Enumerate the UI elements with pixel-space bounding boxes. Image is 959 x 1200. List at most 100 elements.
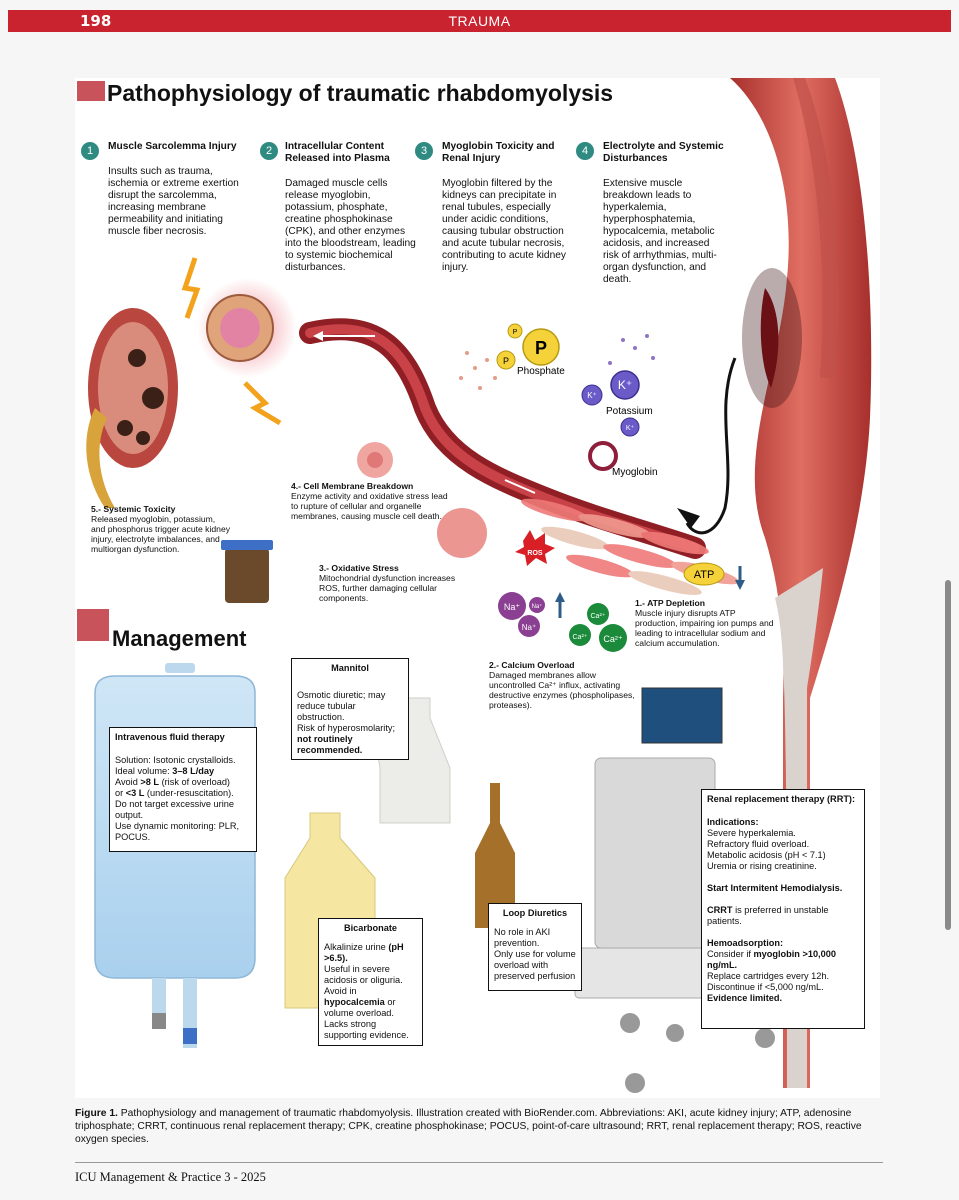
myoglobin-label: Myoglobin: [612, 467, 658, 478]
rrt-hemo-3: Discontinue if <5,000 ng/mL.: [707, 982, 824, 992]
iv-line-2: Ideal volume: 3–8 L/day: [115, 766, 251, 777]
bicarb-line-4: Lacks strong supporting evidence.: [324, 1019, 409, 1040]
loop-line-2: Only use for volume overload with preser…: [494, 949, 576, 981]
figure-title: Pathophysiology of traumatic rhabdomyoly…: [107, 80, 614, 106]
rrt-indication-4: Uremia or rising creatinine.: [707, 861, 817, 871]
cell-membrane-title: 4.- Cell Membrane Breakdown: [291, 481, 414, 491]
kidney-illustration: [86, 257, 297, 508]
management-title: Management: [112, 626, 247, 651]
rrt-indication-3: Metabolic acidosis (pH < 7.1): [707, 850, 826, 860]
ros-label: ROS: [527, 550, 543, 557]
bicarb-line-3-a: Avoid in: [324, 986, 357, 996]
rrt-indication-1: Severe hyperkalemia.: [707, 828, 796, 838]
rrt-hemo-1: Consider if myoglobin >10,000 ng/mL.: [707, 949, 859, 971]
phosphate-large: [522, 328, 560, 366]
oxidative-stress-label: 3.- Oxidative Stress Mitochondrial dysfu…: [319, 563, 469, 603]
oxidative-stress-text: Mitochondrial dysfunction increases ROS,…: [319, 573, 456, 603]
iv-line-3-b: >8 L: [140, 777, 160, 787]
mannitol-line-2: Risk of hyperosmolarity; not routinely r…: [297, 723, 403, 756]
caption-label: Figure 1.: [75, 1108, 118, 1119]
section-title: TRAUMA: [448, 13, 511, 29]
bicarb-line-1: Alkalinize urine (pH >6.5).: [324, 942, 417, 964]
rrt-crrt: CRRT is preferred in unstable patients.: [707, 905, 859, 927]
iv-line-4-a: or: [115, 788, 126, 798]
rrt-hemo-4: Evidence limited.: [707, 993, 783, 1003]
scrollbar[interactable]: [945, 580, 951, 930]
ca-3: Ca²⁺: [603, 634, 623, 644]
iv-line-1: Solution: Isotonic crystalloids.: [115, 755, 236, 765]
figure-caption: Figure 1. Pathophysiology and management…: [75, 1107, 883, 1146]
bicarb-line-1-a: Alkalinize urine: [324, 942, 389, 952]
rrt-hemo-2: Replace cartridges every 12h.: [707, 971, 830, 981]
step-2-title: Intracellular Content Released into Plas…: [285, 141, 390, 164]
iv-line-4: or <3 L (under-resuscitation).: [115, 788, 251, 799]
iv-line-4-b: <3 L: [125, 788, 145, 798]
calcium-overload-text: Damaged membranes allow uncontrolled Ca²…: [489, 670, 635, 710]
rrt-title: Renal replacement therapy (RRT):: [707, 794, 856, 804]
rrt-hemo-1-b: myoglobin >10,000 ng/mL.: [707, 949, 836, 970]
page-number: 198: [80, 12, 112, 30]
iv-fluid-title: Intravenous fluid therapy: [115, 732, 225, 742]
calcium-overload-title: 2.- Calcium Overload: [489, 660, 575, 670]
caption-text: Pathophysiology and management of trauma…: [75, 1108, 862, 1145]
potassium-k-small: K⁺: [587, 391, 597, 400]
mannitol-line-1: Osmotic diuretic; may reduce tubular obs…: [297, 690, 386, 722]
step-2-badge: 2: [260, 142, 278, 160]
step-4-title: Electrolyte and Systemic Disturbances: [603, 141, 724, 164]
oxidative-stress-title: 3.- Oxidative Stress: [319, 563, 399, 573]
iv-line-4-c: (under-resuscitation).: [144, 788, 234, 798]
iv-line-5: Do not target excessive urine output.: [115, 799, 234, 820]
mannitol-line-2-text: Risk of hyperosmolarity;: [297, 723, 396, 733]
rrt-crrt-bold: CRRT: [707, 905, 733, 915]
potassium-k-large: K⁺: [618, 378, 632, 392]
iv-fluid-box: Intravenous fluid therapy Solution: Isot…: [109, 727, 257, 852]
potassium-k-tiny: K⁺: [626, 425, 635, 432]
step-3-title: Myoglobin Toxicity and Renal Injury: [442, 141, 555, 164]
header-bar: 198 TRAUMA: [8, 10, 951, 32]
bicarb-line-3: Avoid in hypocalcemia or volume overload…: [324, 986, 417, 1019]
na-small: Na⁺: [532, 603, 543, 610]
mannitol-title: Mannitol: [331, 663, 369, 673]
bicarbonate-box: Bicarbonate Alkalinize urine (pH >6.5). …: [318, 918, 423, 1046]
rrt-hemo-1-a: Consider if: [707, 949, 754, 959]
rrt-start: Start Intermitent Hemodialysis.: [707, 883, 843, 893]
mannitol-line-2-bold: not routinely recommended.: [297, 734, 363, 755]
systemic-toxicity-label: 5.- Systemic Toxicity Released myoglobin…: [91, 504, 231, 554]
step-3-text: Myoglobin filtered by the kidneys can pr…: [442, 178, 567, 273]
iv-line-6: Use dynamic monitoring: PLR, POCUS.: [115, 821, 240, 842]
step-2-text: Damaged muscle cells release myoglobin, …: [285, 178, 416, 273]
iv-line-2-b: 3–8 L/day: [172, 766, 215, 776]
systemic-toxicity-text: Released myoglobin, potassium, and phosp…: [91, 514, 231, 554]
calcium-overload-label: 2.- Calcium Overload Damaged membranes a…: [489, 660, 639, 710]
footer-rule: [75, 1162, 883, 1163]
step-3-badge: 3: [415, 142, 433, 160]
bicarb-line-3-b: hypocalcemia: [324, 997, 385, 1007]
iv-line-3-c: (risk of overload): [159, 777, 230, 787]
mannitol-box: Mannitol Osmotic diuretic; may reduce tu…: [291, 658, 409, 760]
iv-line-3-a: Avoid: [115, 777, 141, 787]
atp-depletion-title: 1.- ATP Depletion: [635, 598, 706, 608]
bicarb-line-3-c: or volume overload.: [324, 997, 396, 1018]
atp-badge: [683, 562, 725, 586]
cell-membrane-label: 4.- Cell Membrane Breakdown Enzyme activ…: [291, 481, 453, 521]
atp-depletion-text: Muscle injury disrupts ATP production, i…: [635, 608, 774, 648]
loop-title: Loop Diuretics: [502, 908, 568, 918]
phosphate-p-tiny: P: [513, 329, 518, 336]
iv-line-3: Avoid >8 L (risk of overload): [115, 777, 251, 788]
rrt-crrt-text: is preferred in unstable patients.: [707, 905, 829, 926]
rrt-hemo-title: Hemoadsorption:: [707, 938, 784, 948]
bicarbonate-title: Bicarbonate: [343, 923, 398, 933]
loop-diuretics-box: Loop Diuretics No role in AKI prevention…: [488, 903, 582, 991]
bicarb-line-2: Useful in severe acidosis or oliguria.: [324, 964, 403, 985]
potassium-large: [610, 370, 640, 400]
phosphate-p-large: P: [535, 338, 547, 358]
iv-line-2-a: Ideal volume:: [115, 766, 173, 776]
rrt-indications-title: Indications:: [707, 817, 759, 827]
potassium-label: Potassium: [606, 406, 653, 417]
rrt-box: Renal replacement therapy (RRT): Indicat…: [701, 789, 865, 1029]
management-square: [77, 609, 109, 641]
atp-label: ATP: [694, 569, 715, 581]
phosphate-p-small: P: [503, 356, 509, 366]
step-4-text: Extensive muscle breakdown leads to hype…: [603, 178, 717, 285]
cell-membrane-text: Enzyme activity and oxidative stress lea…: [291, 491, 448, 521]
